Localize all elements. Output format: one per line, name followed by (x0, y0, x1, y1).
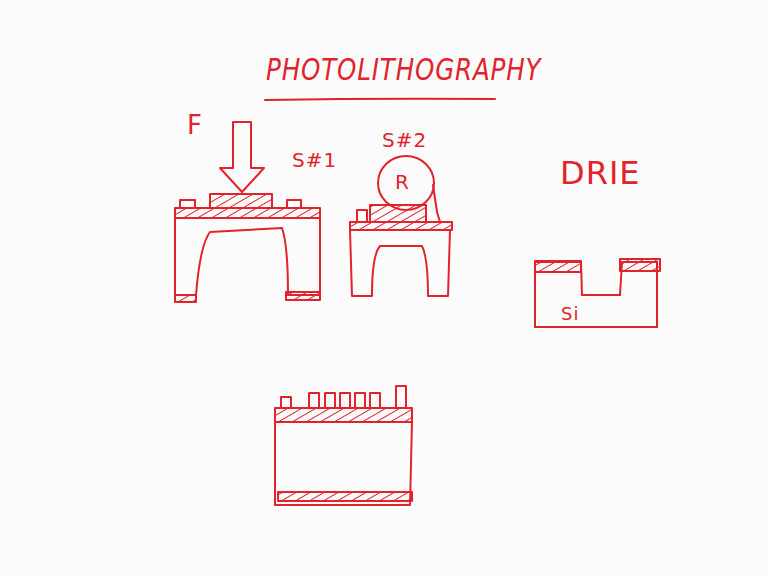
process-label: DRIE (560, 154, 641, 192)
title-underline (265, 99, 495, 100)
force-label: F (187, 110, 203, 140)
sample-label: S#2 (382, 128, 427, 152)
title: PHOTOLITHOGRAPHY (266, 52, 541, 87)
structure-s1 (175, 194, 320, 302)
wafer (275, 386, 412, 505)
resistor-circle: R (377, 155, 435, 211)
silicon-substrate: Si (533, 261, 659, 328)
sample-label: S#1 (292, 148, 337, 172)
node-label: Si (561, 303, 579, 324)
drie-mask (620, 259, 660, 271)
node-outline (533, 261, 659, 328)
structure-s2 (350, 185, 452, 296)
node-label: R (395, 170, 410, 194)
force-arrow (220, 122, 264, 192)
